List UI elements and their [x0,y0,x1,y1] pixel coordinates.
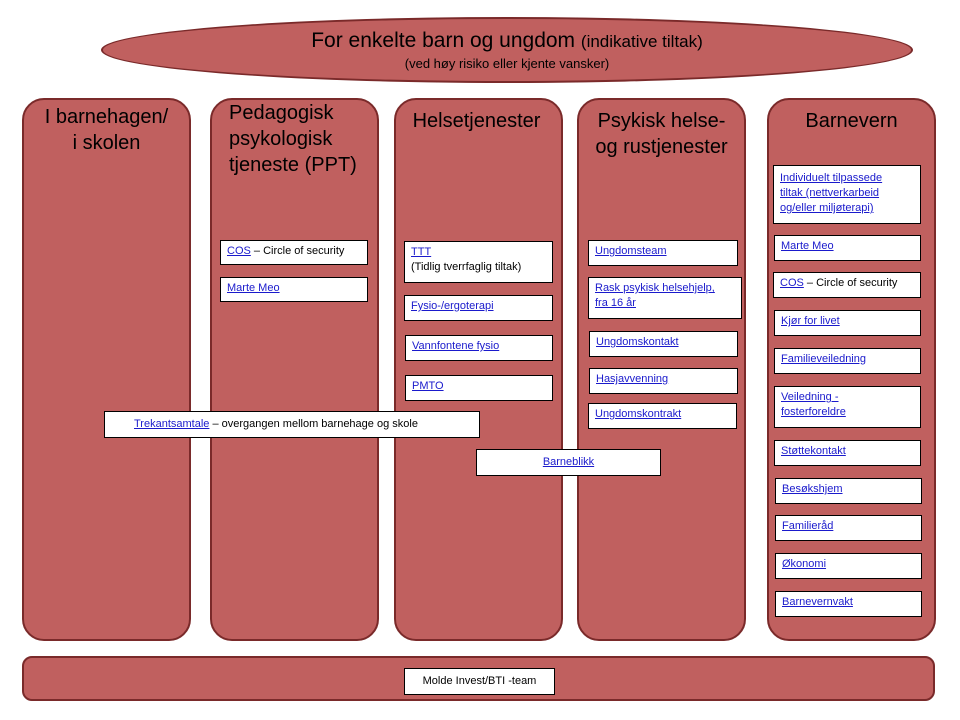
psyk-ungdomskontrakt-link[interactable]: Ungdomskontrakt [595,408,682,420]
barnevern-barnevernvakt-box: Barnevernvakt [775,591,922,617]
barnevern-cos-link[interactable]: COS [780,277,804,289]
barnevern-barnevernvakt-link[interactable]: Barnevernvakt [782,596,853,608]
column-ppt [210,98,379,641]
barnevern-marte-meo-box: Marte Meo [774,235,921,261]
psyk-hasjavvenning-box: Hasjavvenning [589,368,738,394]
column-title-line: tjeneste (PPT) [229,154,357,176]
header-title-main: For enkelte barn og ungdom [311,29,576,52]
barnevern-familieveiledning-box: Familieveiledning [774,348,921,374]
column-title-ppt: Pedagogisk psykologisk tjeneste (PPT) [229,100,379,178]
header-title-sub: (indikative tiltak) [580,32,703,51]
column-title-line: og rustjenester [595,136,728,158]
barnevern-kjor-link[interactable]: Kjør for livet [781,315,840,327]
barnevern-besokshjem-link[interactable]: Besøkshjem [782,483,843,495]
barnevern-familierad-box: Familieråd [775,515,922,541]
header-oval: For enkelte barn og ungdom (indikative t… [101,17,913,83]
barnevern-veiledning-link[interactable]: Veiledning - fosterforeldre [781,390,914,420]
helse-ttt-text: (Tidlig tverrfaglig tiltak) [411,261,522,273]
ppt-cos-box: COS – Circle of security [220,240,368,265]
column-title-line: Barnevern [805,110,898,132]
column-title-barnevern: Barnevern [767,108,936,134]
column-title-line: i skolen [72,132,141,154]
barnevern-individuelt-line: tiltak (nettverkarbeid [780,187,880,199]
barneblikk-link[interactable]: Barneblikk [542,456,595,468]
column-title-psykisk-helse: Psykisk helse- og rustjenester [577,108,746,160]
barnevern-stottekontakt-box: Støttekontakt [774,440,921,466]
trekantsamtale-text: – overgangen mellom barnehage og skole [209,418,418,430]
barnevern-stottekontakt-link[interactable]: Støttekontakt [781,445,846,457]
barnevern-veiledning-box: Veiledning - fosterforeldre [774,386,921,428]
column-title-line: Pedagogisk [229,102,334,124]
psyk-rask-link[interactable]: Rask psykisk helsehjelp, fra 16 år [595,281,735,311]
barnevern-individuelt-line: Individuelt tilpassede [780,172,883,184]
helse-pmto-link[interactable]: PMTO [412,380,444,392]
barnevern-kjor-box: Kjør for livet [774,310,921,336]
column-title-line: Helsetjenester [412,110,541,132]
helse-vannfontene-box: Vannfontene fysio [405,335,553,361]
column-title-helsetjenester: Helsetjenester [394,108,559,134]
ppt-marte-meo-box: Marte Meo [220,277,368,302]
helse-ttt-link[interactable]: TTT [411,246,432,258]
psyk-rask-line: Rask psykisk helsehjelp, [595,282,715,294]
barnevern-veiledning-line: Veiledning - [781,391,839,403]
barnevern-cos-text: – Circle of security [803,277,898,289]
helse-pmto-box: PMTO [405,375,553,401]
column-title-line: Psykisk helse- [597,110,726,132]
column-helsetjenester [394,98,563,641]
psyk-rask-line: fra 16 år [595,297,636,309]
barnevern-veiledning-line: fosterforeldre [781,406,846,418]
psyk-hasjavvenning-link[interactable]: Hasjavvenning [596,373,669,385]
helse-vannfontene-link[interactable]: Vannfontene fysio [412,340,500,352]
helse-ttt-box: TTT (Tidlig tverrfaglig tiltak) [404,241,553,283]
header-subtitle: (ved høy risiko eller kjente vansker) [404,56,610,71]
trekantsamtale-link[interactable]: Trekantsamtale [134,418,210,430]
helse-fysio-link[interactable]: Fysio-/ergoterapi [411,300,494,312]
barnevern-okonomi-box: Økonomi [775,553,922,579]
molde-invest-label: Molde Invest/BTI -team [422,675,537,687]
psyk-ungdomskontakt-link[interactable]: Ungdomskontakt [596,336,679,348]
barnevern-individuelt-box: Individuelt tilpassede tiltak (nettverkar… [773,165,921,224]
trekantsamtale-box: Trekantsamtale – overgangen mellom barne… [104,411,480,438]
column-title-barnehage-skole: I barnehagen/ i skolen [22,104,191,156]
psyk-rask-box: Rask psykisk helsehjelp, fra 16 år [588,277,742,319]
molde-invest-box: Molde Invest/BTI -team [404,668,555,695]
barnevern-individuelt-line: og/eller miljøterapi) [780,202,874,214]
barnevern-cos-box: COS – Circle of security [773,272,921,298]
psyk-ungdomsteam-box: Ungdomsteam [588,240,738,266]
column-title-line: I barnehagen/ [44,106,169,128]
column-barnehage-skole [22,98,191,641]
helse-fysio-box: Fysio-/ergoterapi [404,295,553,321]
barnevern-okonomi-link[interactable]: Økonomi [782,558,827,570]
barnevern-individuelt-link[interactable]: Individuelt tilpassede tiltak (nettverkar… [780,171,914,216]
barnevern-familieveiledning-link[interactable]: Familieveiledning [781,353,866,365]
barnevern-marte-meo-link[interactable]: Marte Meo [781,240,834,252]
ppt-cos-text: – Circle of security [250,245,345,257]
psyk-ungdomskontrakt-box: Ungdomskontrakt [588,403,737,429]
ppt-cos-link[interactable]: COS [227,245,251,257]
ppt-marte-meo-link[interactable]: Marte Meo [227,282,280,294]
barnevern-besokshjem-box: Besøkshjem [775,478,922,504]
barnevern-familierad-link[interactable]: Familieråd [782,520,834,532]
barneblikk-box: Barneblikk [476,449,661,476]
column-title-line: psykologisk [229,128,333,150]
header-title: For enkelte barn og ungdom (indikative t… [103,28,911,55]
psyk-ungdomskontakt-box: Ungdomskontakt [589,331,738,357]
psyk-ungdomsteam-link[interactable]: Ungdomsteam [595,245,667,257]
